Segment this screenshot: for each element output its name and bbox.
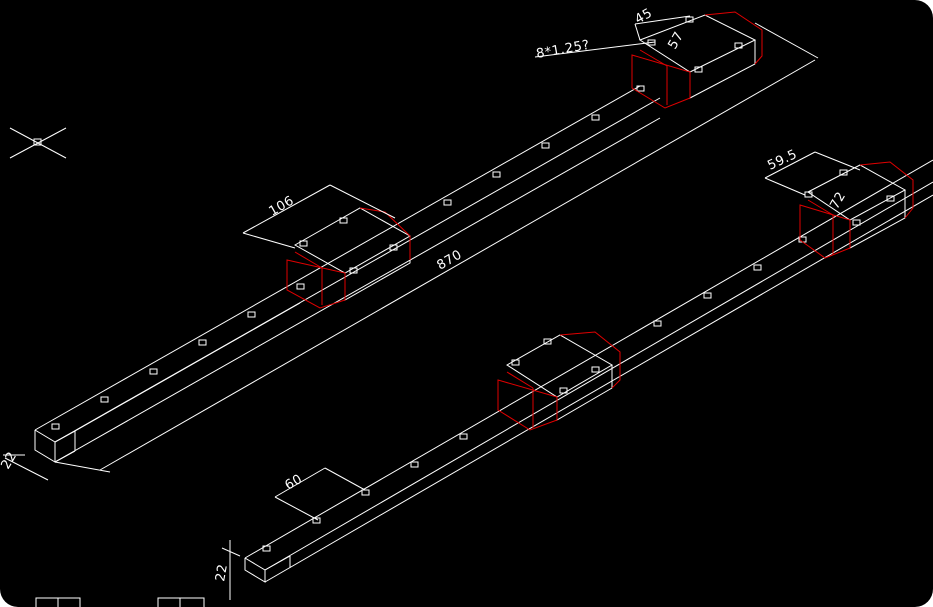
dim-upper-block-width: 45 (633, 6, 691, 41)
dim-hole-callout-label: 8*1.25? (535, 38, 591, 62)
dim-lower-rail-height: 22 (213, 540, 241, 600)
dim-lower-22-label: 22 (213, 563, 231, 583)
lower-carriage-rear (799, 161, 914, 259)
dim-57-label: 57 (665, 29, 687, 52)
dim-hole-callout: 8*1.25? (534, 38, 656, 62)
model-tab-icon[interactable] (35, 597, 81, 607)
dim-72-label: 72 (827, 189, 849, 212)
lower-carriage-front (497, 331, 621, 431)
upper-rail (34, 85, 661, 463)
upper-rail-bolt-holes (51, 85, 645, 430)
upper-carriage-rear (631, 11, 763, 109)
layout-tab-icon[interactable] (157, 597, 205, 607)
dim-59-5-label: 59.5 (765, 147, 799, 174)
upper-carriage-front (286, 207, 412, 309)
dim-lower-block-width: 59.5 (764, 147, 861, 196)
dim-lower-block-depth: 72 (827, 189, 849, 212)
dim-106-label: 106 (267, 193, 297, 219)
lower-rail (244, 159, 933, 583)
dim-lower-hole-pitch: 60 (274, 467, 366, 521)
lower-rail-bolt-holes (262, 236, 807, 552)
dim-upper-block-depth: 57 (665, 29, 687, 52)
dim-upper-22-label: 22 (0, 449, 20, 472)
ucs-crosshair-icon (9, 127, 67, 159)
